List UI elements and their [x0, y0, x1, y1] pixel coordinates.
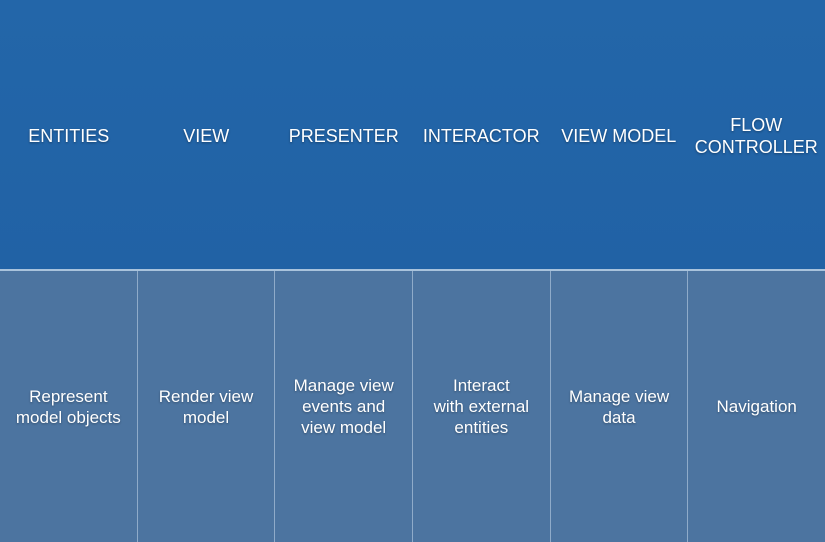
description-text: Navigation — [716, 397, 797, 416]
description-text: Manage view events and view model — [293, 376, 394, 437]
description-interactor: Interact with external entities — [413, 271, 551, 542]
description-view-model: Manage view data — [551, 271, 689, 542]
band-divider — [0, 269, 825, 271]
description-flow-controller: Navigation — [688, 271, 825, 542]
heading-view: VIEW — [138, 0, 276, 270]
description-band: Represent model objects Render view mode… — [0, 271, 825, 542]
header-band: ENTITIES VIEW PRESENTER INTERACTOR VIEW … — [0, 0, 825, 270]
heading-label: VIEW MODEL — [561, 126, 677, 146]
heading-label: PRESENTER — [288, 126, 399, 146]
description-text: Interact with external entities — [433, 376, 530, 437]
heading-interactor: INTERACTOR — [413, 0, 551, 270]
heading-flow-controller: FLOW CONTROLLER — [688, 0, 825, 270]
heading-entities: ENTITIES — [0, 0, 138, 270]
heading-label: FLOW CONTROLLER — [694, 115, 818, 157]
heading-label: INTERACTOR — [422, 126, 540, 146]
description-presenter: Manage view events and view model — [275, 271, 414, 542]
heading-view-model: VIEW MODEL — [550, 0, 688, 270]
description-view: Render view model — [138, 271, 276, 542]
heading-presenter: PRESENTER — [275, 0, 413, 270]
description-entities: Represent model objects — [0, 271, 138, 542]
description-text: Manage view data — [568, 386, 670, 427]
heading-label: ENTITIES — [28, 126, 110, 146]
heading-label: VIEW — [183, 126, 230, 146]
description-text: Render view model — [158, 386, 254, 427]
description-text: Represent model objects — [15, 386, 121, 427]
